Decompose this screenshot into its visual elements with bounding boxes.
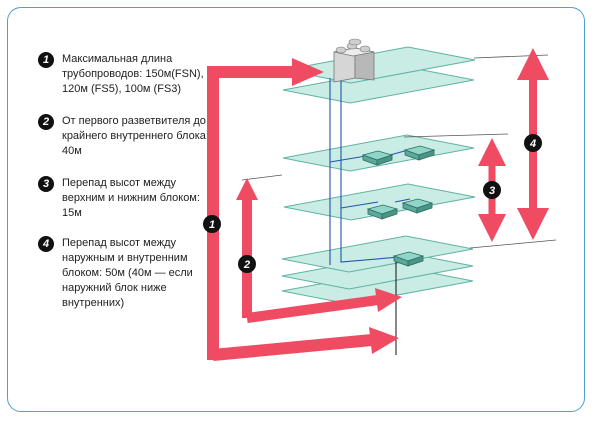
legend-item-2: 2 От первого разветвителя до крайнего вн… <box>38 114 213 159</box>
legend-number-badge: 1 <box>38 52 54 68</box>
floor-plate <box>283 183 476 221</box>
indoor-unit <box>403 145 436 161</box>
indoor-unit <box>361 150 394 166</box>
svg-text:3: 3 <box>489 185 495 197</box>
badge-3: 3 <box>483 181 501 199</box>
legend-number-badge: 4 <box>38 236 54 252</box>
badge-1: 1 <box>203 215 221 233</box>
legend-number-badge: 2 <box>38 114 54 130</box>
legend-text: Перепад высот между верхним и нижним бло… <box>62 177 200 219</box>
outdoor-unit <box>333 38 375 83</box>
svg-text:1: 1 <box>209 219 215 231</box>
arrow-max-pipe-length <box>207 58 399 361</box>
legend-text: Максимальная длина трубопроводов: 150м(F… <box>62 53 204 95</box>
legend-item-4: 4 Перепад высот между наружным и внутрен… <box>38 236 213 311</box>
indoor-unit <box>392 251 425 267</box>
svg-text:4: 4 <box>529 138 536 150</box>
legend-item-1: 1 Максимальная длина трубопроводов: 150м… <box>38 52 213 97</box>
legend-item-3: 3 Перепад высот между верхним и нижним б… <box>38 176 213 221</box>
badge-4: 4 <box>524 134 542 152</box>
svg-text:2: 2 <box>243 259 250 271</box>
legend-number-badge: 3 <box>38 176 54 192</box>
refrigerant-piping <box>329 78 413 265</box>
indoor-units <box>361 145 436 267</box>
legend-text: От первого разветвителя до крайнего внут… <box>62 115 209 157</box>
indoor-unit <box>366 204 399 220</box>
legend-text: Перепад высот между наружным и внутренни… <box>62 237 193 309</box>
badge-2: 2 <box>238 255 256 273</box>
floor-plates <box>281 46 476 305</box>
indoor-unit <box>401 198 434 214</box>
